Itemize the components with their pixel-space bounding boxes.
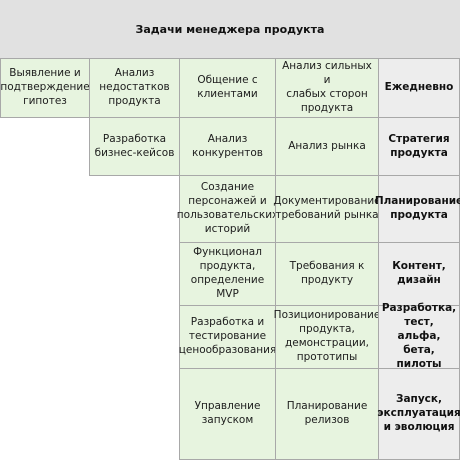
task-cell: Анализ рынка <box>275 117 379 176</box>
task-cell: Разработка бизнес-кейсов <box>89 117 180 176</box>
task-cell: Общение с клиентами <box>179 58 276 118</box>
row-label-content: Контент, дизайн <box>378 242 460 306</box>
task-cell: Функционал продукта, определение MVP <box>179 242 276 306</box>
task-cell: Позиционирование продукта, демонстрации,… <box>274 305 380 369</box>
task-cell: Анализ недостатков продукта <box>89 58 180 118</box>
row-label-daily: Ежедневно <box>378 58 460 118</box>
task-cell: Управление запуском <box>179 368 276 460</box>
page-title: Задачи менеджера продукта <box>0 0 460 59</box>
row-label-strategy: Стратегия продукта <box>378 117 460 176</box>
task-cell: Требования к продукту <box>275 242 379 306</box>
row-label-development: Разработка, тест, альфа, бета, пилоты <box>378 302 460 370</box>
task-cell: Планирование релизов <box>275 368 379 460</box>
task-cell: Создание персонажей и пользовательских и… <box>177 175 278 243</box>
task-cell: Выявление и подтверждение гипотез <box>0 58 90 118</box>
task-cell: Документирование требований рынка <box>273 175 381 243</box>
task-cell: Разработка и тестирование ценообразовани… <box>179 305 276 369</box>
row-label-launch: Запуск, эксплуатация и эволюция <box>377 368 460 460</box>
task-cell: Анализ конкурентов <box>179 117 276 176</box>
task-cell: Анализ сильных и слабых сторон продукта <box>275 58 379 118</box>
row-label-planning: Планирование продукта <box>375 175 460 243</box>
